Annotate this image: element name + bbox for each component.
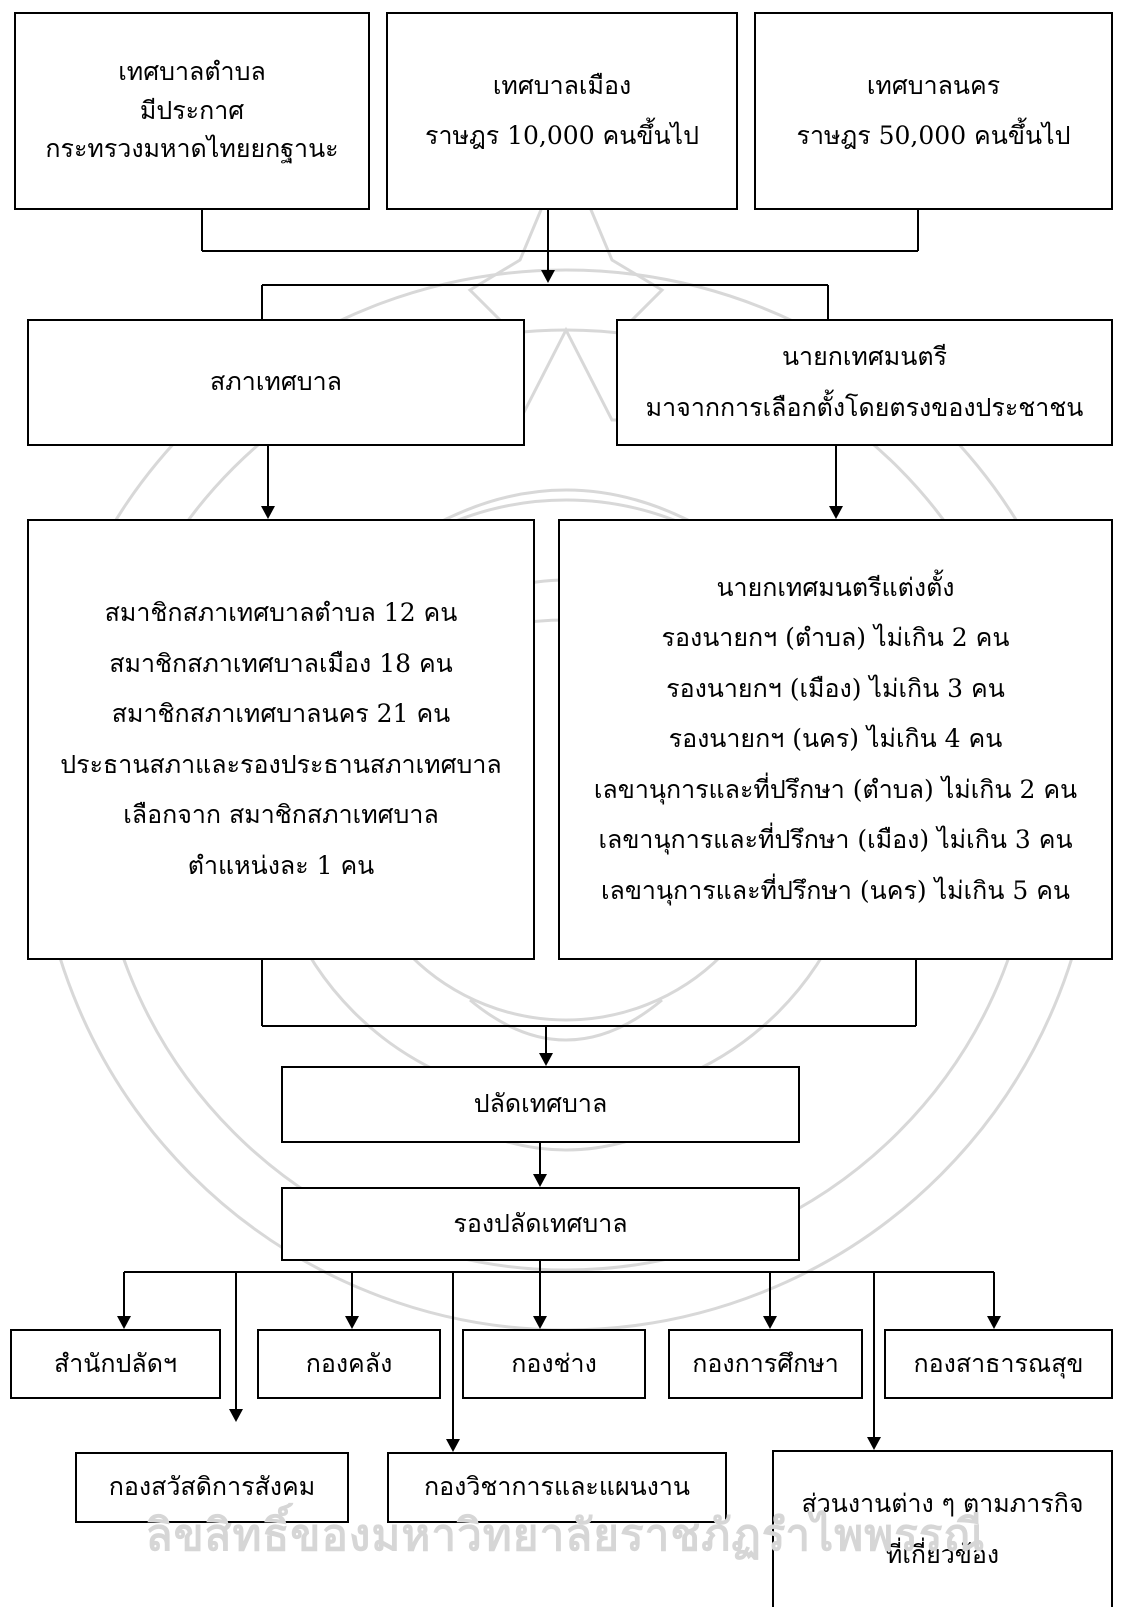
arrow-head-20	[763, 1316, 777, 1329]
arrow-head-24	[867, 1437, 881, 1450]
dept-planning-label: กองวิชาการและแผนงาน	[423, 1472, 691, 1502]
arrow-head-4	[541, 270, 555, 283]
mayor-title: นายกเทศมนตรี	[781, 342, 948, 371]
council-members-line-2: สมาชิกสภาเทศบาลเมือง 18 คน	[109, 648, 453, 678]
subdistrict-line-1: เทศบาลตำบล	[118, 56, 266, 86]
city-line-1: เทศบาลนคร	[866, 70, 1001, 100]
arrow-head-14	[533, 1174, 547, 1187]
dept-welfare-label: กองสวัสดิการสังคม	[108, 1472, 316, 1502]
appointees-line-1: นายกเทศมนตรีแต่งตั้ง	[716, 572, 955, 602]
appointees-line-4: รองนายกฯ (นคร) ไม่เกิน 4 คน	[668, 724, 1003, 754]
city-line-2: ราษฎร 50,000 คนขึ้นไป	[796, 121, 1071, 150]
dept-welfare: กองสวัสดิการสังคม	[75, 1452, 349, 1523]
council-members-line-5: เลือกจาก สมาชิกสภาเทศบาล	[123, 800, 439, 829]
box-municipal-clerk: ปลัดเทศบาล	[281, 1066, 800, 1143]
appointees-line-3: รองนายกฯ (เมือง) ไม่เกิน 3 คน	[666, 673, 1005, 703]
dept-education: กองการศึกษา	[668, 1329, 863, 1399]
appointees-line-2: รองนายกฯ (ตำบล) ไม่เกิน 2 คน	[661, 623, 1010, 653]
council-members-line-3: สมาชิกสภาเทศบาลนคร 21 คน	[111, 699, 451, 728]
dept-office-label: สำนักปลัดฯ	[54, 1348, 177, 1378]
box-mayor-appointees: นายกเทศมนตรีแต่งตั้ง รองนายกฯ (ตำบล) ไม่…	[558, 519, 1113, 960]
appointees-line-5: เลขานุการและที่ปรึกษา (ตำบล) ไม่เกิน 2 ค…	[593, 774, 1078, 804]
town-line-2: ราษฎร 10,000 คนขึ้นไป	[425, 121, 699, 150]
subdistrict-line-2: มีประกาศ	[139, 95, 245, 125]
clerk-title: ปลัดเทศบาล	[473, 1089, 608, 1119]
box-council-members: สมาชิกสภาเทศบาลตำบล 12 คน สมาชิกสภาเทศบา…	[27, 519, 535, 960]
arrow-head-22	[229, 1409, 243, 1422]
dept-other-units: ส่วนงานต่าง ๆ ตามภารกิจ ที่เกี่ยวข้อง	[772, 1450, 1113, 1607]
dept-planning: กองวิชาการและแผนงาน	[387, 1452, 727, 1523]
box-mayor: นายกเทศมนตรี มาจากการเลือกตั้งโดยตรงของป…	[616, 319, 1113, 446]
arrow-head-13	[539, 1053, 553, 1066]
box-subdistrict-municipality: เทศบาลตำบล มีประกาศ กระทรวงมหาดไทยยกฐานะ	[14, 12, 370, 210]
dept-engineering-label: กองช่าง	[511, 1348, 597, 1378]
council-members-line-6: ตำแหน่งละ 1 คน	[187, 850, 375, 880]
council-members-line-1: สมาชิกสภาเทศบาลตำบล 12 คน	[104, 598, 458, 627]
council-members-line-4: ประธานสภาและรองประธานสภาเทศบาล	[60, 749, 502, 779]
arrow-head-17	[117, 1316, 131, 1329]
box-city-municipality: เทศบาลนคร ราษฎร 50,000 คนขึ้นไป	[754, 12, 1113, 210]
copyright-watermark: ลิขสิทธิ์ของมหาวิทยาลัยราชภัฏรำไพพรรณี	[145, 1510, 986, 1561]
arrow-head-21	[987, 1316, 1001, 1329]
dept-engineering: กองช่าง	[462, 1329, 646, 1399]
box-town-municipality: เทศบาลเมือง ราษฎร 10,000 คนขึ้นไป	[386, 12, 738, 210]
box-municipal-council: สภาเทศบาล	[27, 319, 525, 446]
arrow-head-19	[533, 1316, 547, 1329]
town-line-1: เทศบาลเมือง	[492, 70, 632, 100]
dept-health: กองสาธารณสุข	[884, 1329, 1113, 1399]
dept-health-label: กองสาธารณสุข	[913, 1348, 1084, 1378]
appointees-line-7: เลขานุการและที่ปรึกษา (นคร) ไม่เกิน 5 คน	[600, 875, 1071, 905]
dept-education-label: กองการศึกษา	[692, 1348, 839, 1378]
mayor-subtitle: มาจากการเลือกตั้งโดยตรงของประชาชน	[645, 392, 1084, 422]
box-deputy-clerk: รองปลัดเทศบาล	[281, 1187, 800, 1261]
dept-office: สำนักปลัดฯ	[10, 1329, 221, 1399]
dept-other-line-1: ส่วนงานต่าง ๆ ตามภารกิจ	[801, 1489, 1084, 1518]
deputy-clerk-title: รองปลัดเทศบาล	[453, 1208, 628, 1238]
arrow-head-23	[446, 1439, 460, 1452]
dept-finance: กองคลัง	[257, 1329, 441, 1399]
dept-other-line-2: ที่เกี่ยวข้อง	[885, 1539, 1000, 1569]
subdistrict-line-3: กระทรวงมหาดไทยยกฐานะ	[45, 134, 339, 164]
arrow-head-8	[261, 506, 275, 519]
dept-finance-label: กองคลัง	[305, 1348, 393, 1378]
arrow-head-18	[345, 1316, 359, 1329]
arrow-head-9	[829, 506, 843, 519]
council-title: สภาเทศบาล	[210, 367, 342, 397]
appointees-line-6: เลขานุการและที่ปรึกษา (เมือง) ไม่เกิน 3 …	[598, 825, 1073, 855]
